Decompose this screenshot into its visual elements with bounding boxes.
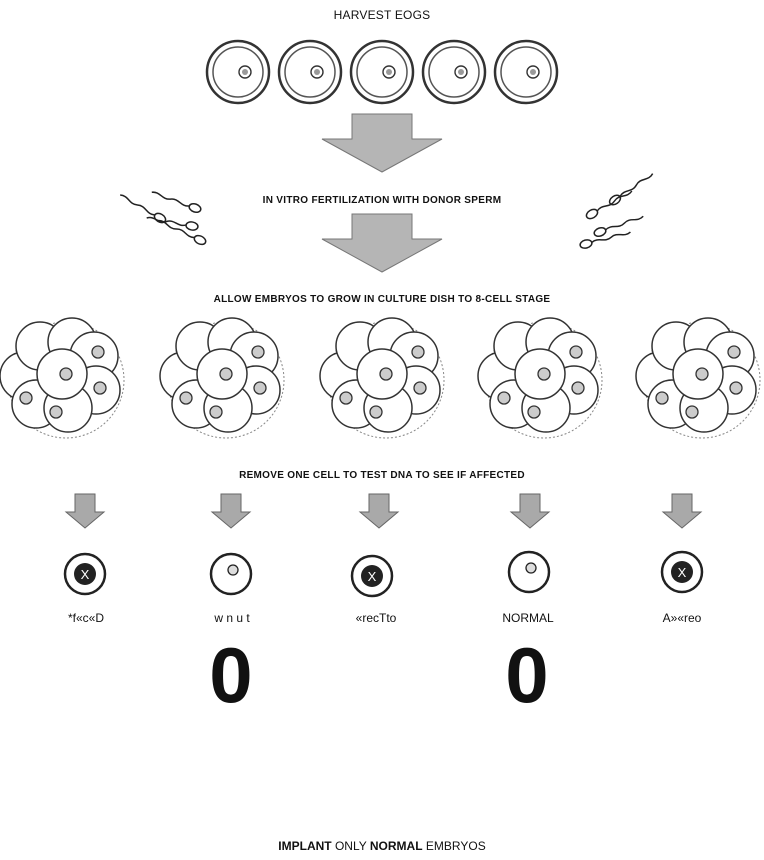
implant-mark: 0 bbox=[209, 631, 253, 719]
result-label: A»«reo bbox=[662, 611, 702, 625]
result-cells bbox=[63, 550, 704, 598]
footer-normal: NORMAL bbox=[369, 839, 423, 853]
page-title: HARVEST EOGS bbox=[333, 8, 431, 22]
biopsy-arrows bbox=[65, 493, 702, 529]
footer-only: ONLY bbox=[334, 839, 367, 853]
step-biopsy: REMOVE ONE CELL TO TEST DNA TO SEE IF AF… bbox=[239, 470, 525, 481]
result-label: NORMAL bbox=[502, 611, 554, 625]
result-label: w n u t bbox=[214, 611, 250, 625]
result-label: «recTto bbox=[355, 611, 397, 625]
affected-cell-icon bbox=[660, 550, 704, 594]
normal-cell-icon bbox=[209, 552, 253, 596]
down-arrow-2 bbox=[321, 213, 443, 273]
sperm-right-icon bbox=[578, 169, 656, 251]
step-culture: ALLOW EMBRYOS TO GROW IN CULTURE DISH TO… bbox=[213, 294, 551, 305]
step-fertilization: IN VITRO FERTILIZATION WITH DONOR SPERM bbox=[262, 195, 502, 206]
embryo-row bbox=[0, 317, 761, 439]
footer-implant: IMPLANT bbox=[278, 839, 332, 853]
footer-embryos: EMBRYOS bbox=[425, 839, 486, 853]
result-label: *f«c«D bbox=[67, 611, 105, 625]
affected-cell-icon bbox=[350, 554, 394, 598]
egg-row bbox=[205, 39, 559, 105]
affected-cell-icon bbox=[63, 552, 107, 596]
implant-mark: 0 bbox=[505, 631, 549, 719]
normal-cell-icon bbox=[507, 550, 551, 594]
down-arrow-1 bbox=[321, 113, 443, 173]
footer-caption: IMPLANT ONLY NORMAL EMBRYOS bbox=[0, 839, 764, 853]
